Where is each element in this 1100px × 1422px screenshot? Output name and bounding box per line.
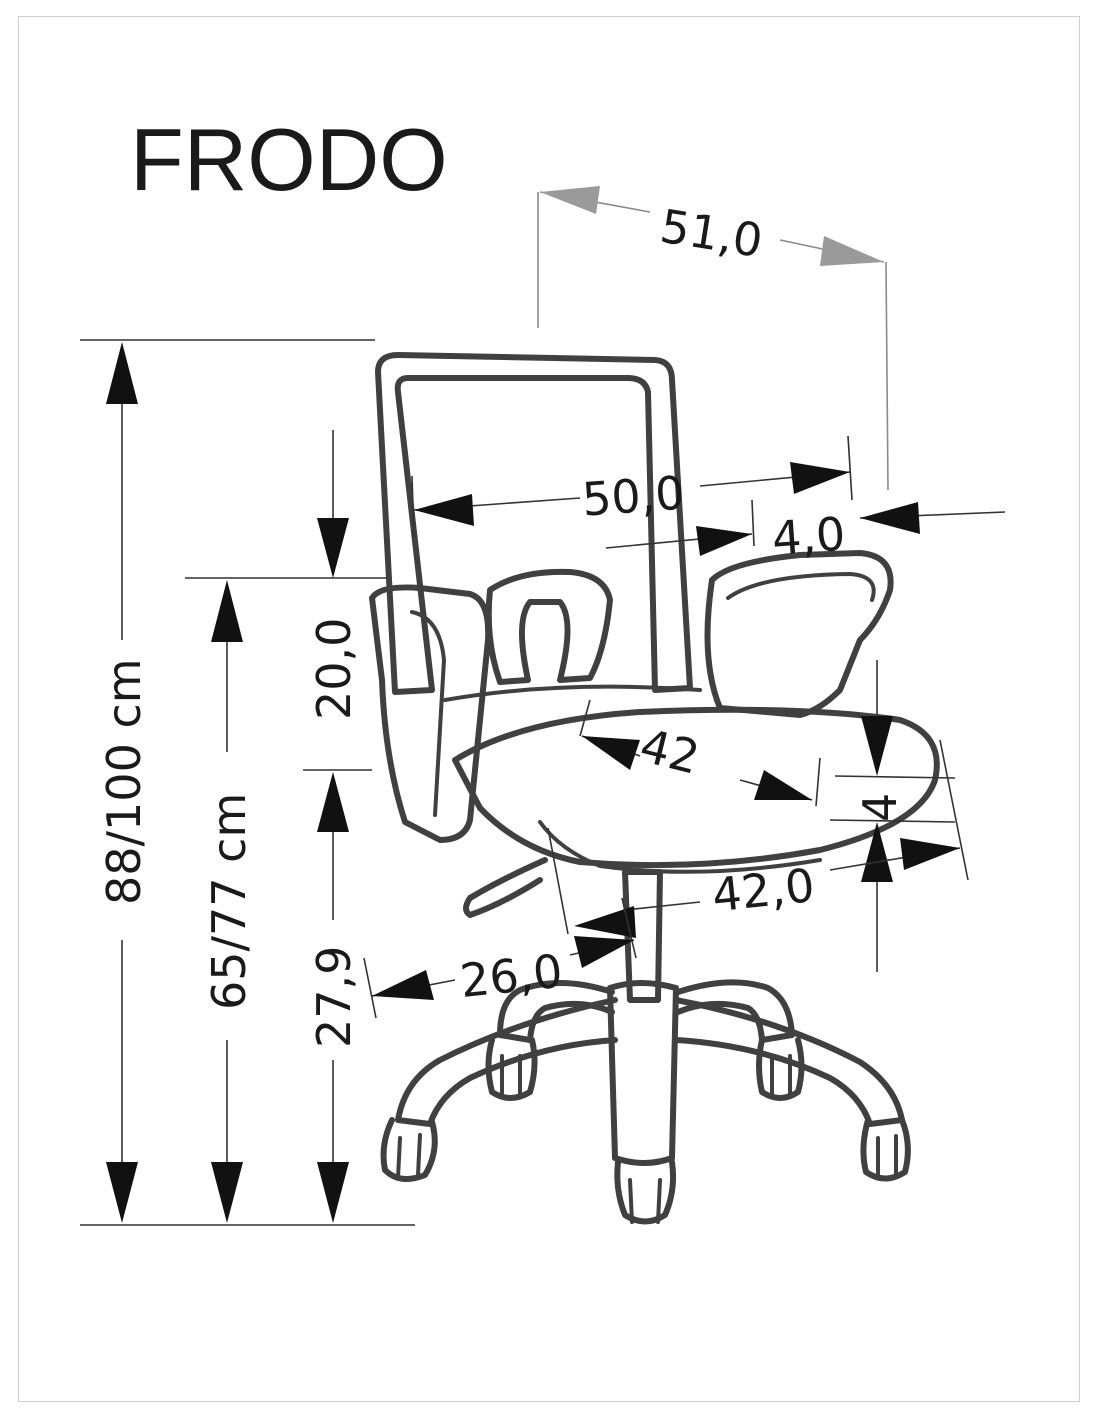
product-title: FRODO — [130, 110, 448, 209]
right-armrest-inner — [726, 572, 876, 602]
dim-seat-thickness: 4 — [829, 660, 956, 972]
dim-seat-width: 42,0 — [547, 739, 969, 938]
label-armrest-overhang: 4,0 — [770, 507, 847, 566]
left-armrest — [369, 584, 492, 843]
drawing-border — [18, 16, 1080, 1402]
caster-left — [380, 1117, 438, 1182]
base-hub — [607, 980, 679, 1166]
dim-total-height: 88/100 cm — [80, 339, 415, 1226]
label-seat-width: 42,0 — [709, 858, 817, 922]
caster-back-left — [485, 1037, 538, 1101]
caster-back-right — [756, 1037, 805, 1101]
label-total-width: 51,0 — [657, 199, 767, 268]
label-total-height: 88/100 cm — [97, 658, 151, 905]
dim-seat-height: 65/77 cm — [185, 577, 388, 1223]
height-lever — [463, 857, 548, 918]
right-armrest — [704, 550, 894, 718]
label-seat-height: 65/77 cm — [202, 793, 256, 1010]
backrest-frame — [375, 352, 693, 695]
dim-base-height: 27,9 — [307, 772, 361, 1223]
base-leg-back-left — [497, 980, 615, 1043]
base-leg-left — [395, 997, 618, 1127]
base-leg-back-right — [675, 979, 795, 1043]
gas-cylinder — [622, 869, 663, 1003]
dim-total-width: 51,0 — [537, 186, 889, 491]
label-base-height: 27,9 — [307, 946, 361, 1048]
caster-right — [860, 1117, 911, 1182]
backrest-bottom — [443, 684, 702, 702]
dim-base-radius: 26,0 — [363, 897, 637, 1019]
dim-backrest-width: 50,0 — [411, 435, 853, 539]
label-backrest-width: 50,0 — [580, 466, 686, 527]
chair-outline — [369, 352, 940, 1225]
dim-seat-depth: 42 — [579, 699, 821, 807]
label-seat-depth: 42 — [635, 718, 705, 785]
label-armrest-height: 20,0 — [307, 618, 361, 720]
dim-armrest-overhang: 4,0 — [605, 499, 1006, 566]
label-base-radius: 26,0 — [458, 944, 566, 1008]
dim-armrest-height: 20,0 — [303, 430, 372, 771]
left-armrest-inner — [410, 610, 446, 817]
lumbar-support — [485, 568, 613, 685]
caster-front — [614, 1159, 677, 1225]
label-seat-thickness: 4 — [853, 793, 907, 822]
